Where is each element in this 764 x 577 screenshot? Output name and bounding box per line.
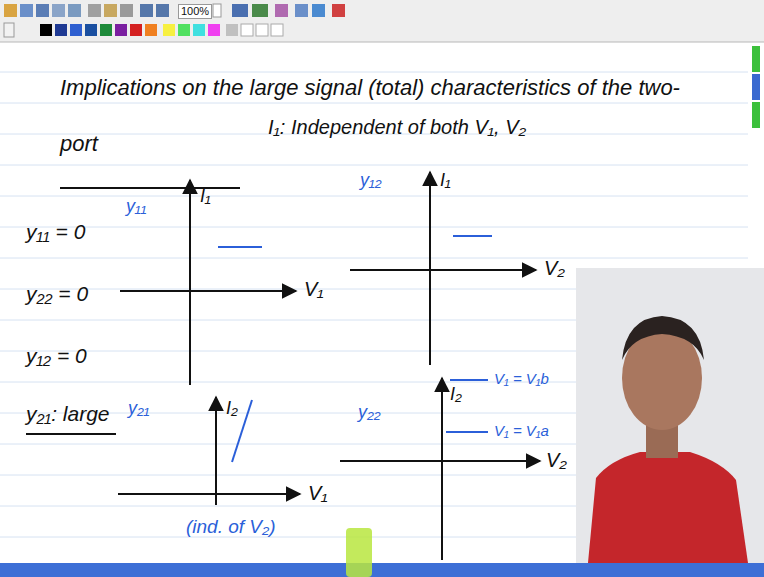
axis-label-slot: V₂ <box>544 257 565 280</box>
plot-label-slot: y₂₁ <box>128 398 150 419</box>
toolbar-edge <box>0 42 764 43</box>
condition: y₁₂ = 0 <box>26 344 87 368</box>
plot-label-slot: y₁₂ <box>360 170 382 191</box>
presenter-video <box>576 268 764 563</box>
axis-label-slot: I₂ <box>226 398 238 419</box>
underline <box>60 187 240 189</box>
page-marker <box>752 102 760 128</box>
curve-label: V₁ = V₁b <box>494 370 549 387</box>
underline <box>26 433 116 435</box>
condition-slot: y₂₂ = 0 <box>26 282 88 306</box>
axis-label-slot: I₁ <box>440 170 451 191</box>
plot-label-slot: y₂₂ <box>358 402 381 423</box>
plot-y21 <box>118 397 300 505</box>
axis-label-slot: V₁ <box>308 482 328 505</box>
axis-label: V₂ <box>544 257 565 280</box>
curve-label-slot: V₁ = V₁a <box>494 422 549 439</box>
plot-label: y₁₁ <box>126 196 146 217</box>
condition: y₂₁: large <box>26 402 110 426</box>
axis-label: I₁ <box>200 186 211 207</box>
cursor-highlight <box>346 528 372 577</box>
plot-label-slot: y₁₁ <box>126 196 146 217</box>
axis-label: V₁ <box>304 278 324 301</box>
toolbar-icons <box>4 4 345 17</box>
condition-slot: y₂₁: large <box>26 402 110 426</box>
note: (ind. of V₂) <box>186 516 276 538</box>
axis-label: I₂ <box>226 398 238 419</box>
condition: y₂₂ = 0 <box>26 282 88 306</box>
note-slot: I₁: Independent of both V₁, V₂ <box>268 116 526 139</box>
axis-label: V₂ <box>546 449 567 472</box>
note-slot: (ind. of V₂) <box>186 516 276 538</box>
axis-label-slot: I₂ <box>450 384 462 405</box>
bottom-bar <box>0 563 764 577</box>
axis-label: V₁ <box>308 482 328 505</box>
plot-label: y₂₂ <box>358 402 381 423</box>
page-marker <box>752 46 760 72</box>
curve-label-slot: V₁ = V₁b <box>494 370 549 387</box>
axis-label-slot: V₁ <box>304 278 324 301</box>
axis-label-slot: I₁ <box>200 186 211 207</box>
plot-y12 <box>350 172 536 365</box>
page-marker <box>752 74 760 100</box>
note: I₁: Independent of both V₁, V₂ <box>268 116 526 139</box>
zoom-level-slot: 100% <box>178 4 212 19</box>
plot-y11 <box>120 180 296 385</box>
condition-slot: y₁₁ = 0 <box>26 220 85 244</box>
axis-label-slot: V₂ <box>546 449 567 472</box>
condition: y₁₁ = 0 <box>26 220 85 244</box>
plot-label: y₁₂ <box>360 170 382 191</box>
plot-label: y₂₁ <box>128 398 150 419</box>
color-palette <box>4 23 283 37</box>
curve-label: V₁ = V₁a <box>494 422 549 439</box>
axis-label: I₂ <box>450 384 462 405</box>
toolbar <box>0 0 764 42</box>
axis-label: I₁ <box>440 170 451 191</box>
zoom-level: 100% <box>178 4 212 19</box>
condition-slot: y₁₂ = 0 <box>26 344 87 368</box>
